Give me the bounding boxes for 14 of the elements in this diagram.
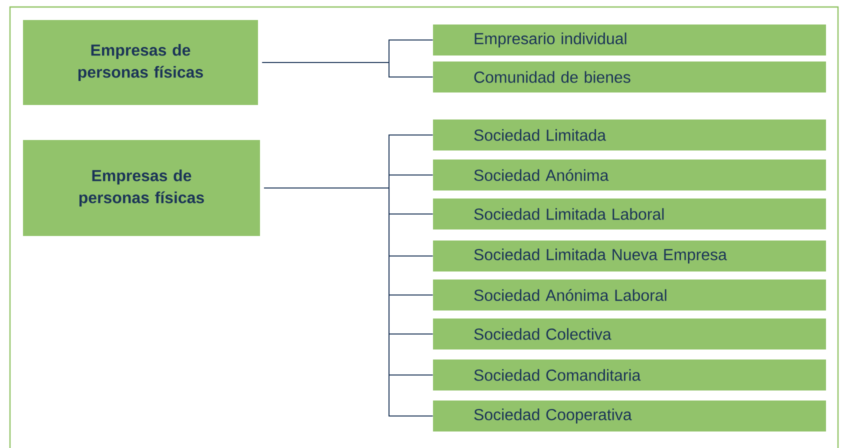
connector-line — [262, 62, 434, 78]
type-box: Sociedad Limitada Laboral — [433, 198, 826, 230]
type-box: Sociedad Comanditaria — [433, 360, 826, 390]
type-box: Sociedad Anónima Laboral — [433, 280, 826, 310]
type-box: Comunidad de bienes — [433, 62, 826, 92]
type-box: Sociedad Anónima — [433, 160, 826, 190]
type-box: Empresario individual — [433, 24, 826, 56]
type-box: Sociedad Colectiva — [433, 318, 826, 350]
type-box: Sociedad Cooperativa — [433, 400, 826, 432]
category-box: Empresas de personas físicas — [23, 20, 258, 105]
category-box: Empresas de personas físicas — [23, 140, 260, 236]
type-box: Sociedad Limitada Nueva Empresa — [433, 240, 826, 272]
connector-line — [264, 188, 434, 416]
type-box: Sociedad Limitada — [433, 120, 826, 150]
